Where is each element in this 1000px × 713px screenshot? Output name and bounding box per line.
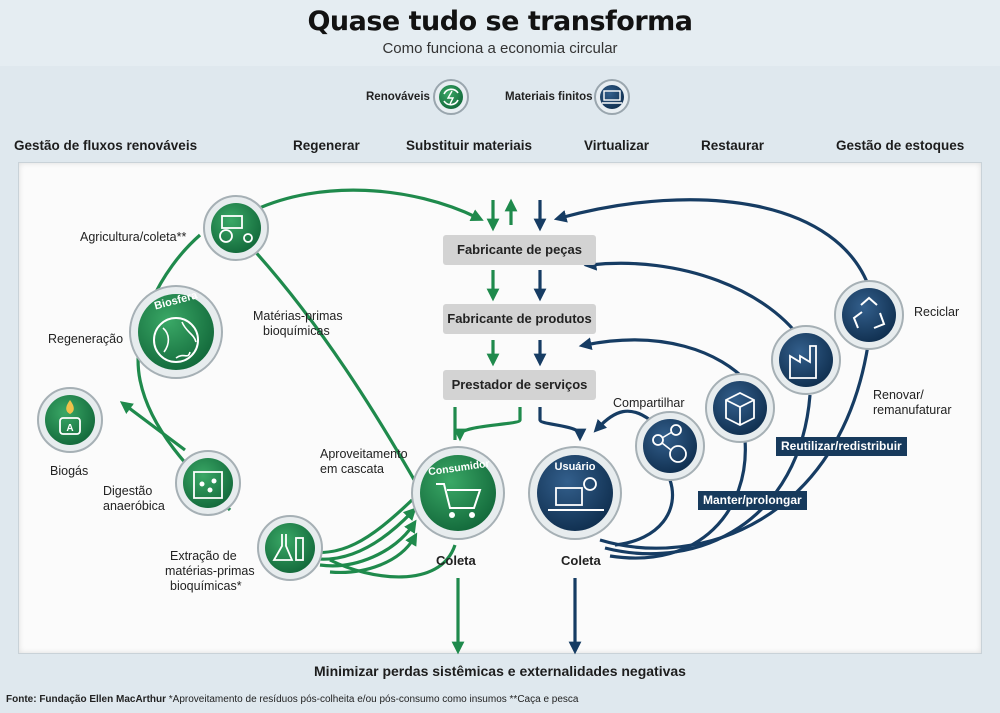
agriculture-label: Agricultura/coleta**	[80, 230, 187, 244]
biosphere-globe-icon	[129, 285, 223, 379]
reuse-tag: Reutilizar/redistribuir	[776, 437, 907, 456]
user-label: Usuário	[554, 461, 596, 473]
extraction-label-2: matérias-primas	[165, 564, 255, 578]
extraction-label-1: Extração de	[170, 549, 237, 563]
title-band	[0, 0, 1000, 66]
user-desk-icon	[528, 446, 622, 540]
footnote: Fonte: Fundação Ellen MacArthur *Aprovei…	[6, 694, 578, 705]
factory-icon	[771, 325, 841, 395]
bottom-caption: Minimizar perdas sistêmicas e externalid…	[314, 663, 686, 679]
green-flow-lines	[119, 188, 522, 655]
consumer-cart-icon	[411, 446, 505, 540]
share-network-icon	[635, 411, 705, 481]
biogas-label: Biogás	[50, 464, 89, 478]
raw-materials-label-2: bioquímicas	[263, 324, 330, 338]
cascade-label-1: Aproveitamento	[320, 447, 408, 461]
header-stock-management: Gestão de estoques	[836, 138, 965, 153]
header-virtualize: Virtualizar	[584, 138, 650, 153]
collect-green-label: Coleta	[436, 553, 476, 568]
maintain-tag: Manter/prolongar	[698, 491, 807, 510]
header-substitute: Substituir materiais	[406, 138, 533, 153]
recycle-label: Reciclar	[914, 305, 960, 319]
lab-flask-icon	[257, 515, 323, 581]
page-title: Quase tudo se transforma	[307, 6, 693, 37]
products-manufacturer-box: Fabricante de produtos	[443, 304, 596, 334]
parts-manufacturer-box: Fabricante de peças	[443, 235, 596, 265]
header-restore: Restaurar	[701, 138, 765, 153]
header-renewable-flows: Gestão de fluxos renováveis	[14, 138, 198, 153]
header-regenerate: Regenerar	[293, 138, 360, 153]
svg-text:A: A	[66, 423, 73, 434]
footnote-source: Fonte: Fundação Ellen MacArthur	[6, 694, 167, 705]
share-label: Compartilhar	[613, 396, 685, 410]
digestion-label-1: Digestão	[103, 484, 153, 498]
legend-renewable-label: Renováveis	[366, 91, 430, 103]
recycle-icon	[834, 280, 904, 350]
extraction-label-3: bioquímicas*	[170, 579, 242, 593]
box-package-icon	[705, 373, 775, 443]
diagram-panel	[18, 162, 982, 654]
renew-label-2: remanufaturar	[873, 403, 952, 417]
digester-icon	[175, 450, 241, 516]
page-subtitle: Como funciona a economia circular	[382, 40, 618, 57]
raw-materials-label-1: Matérias-primas	[253, 309, 343, 323]
footnote-note: *Aproveitamento de resíduos pós-colheita…	[166, 694, 579, 705]
biogas-icon: A	[37, 387, 103, 453]
collect-blue-label: Coleta	[561, 553, 601, 568]
service-provider-box: Prestador de serviços	[443, 370, 596, 400]
renew-label-1: Renovar/	[873, 388, 924, 402]
digestion-label-2: anaeróbica	[103, 499, 165, 513]
tractor-icon	[203, 195, 269, 261]
regeneration-label: Regeneração	[48, 332, 124, 346]
blue-flow-lines	[533, 198, 872, 655]
cascade-label-2: em cascata	[320, 462, 384, 476]
legend-finite-label: Materiais finitos	[505, 91, 593, 103]
renewable-legend-icon	[433, 79, 469, 115]
finite-materials-legend-icon	[594, 79, 630, 115]
